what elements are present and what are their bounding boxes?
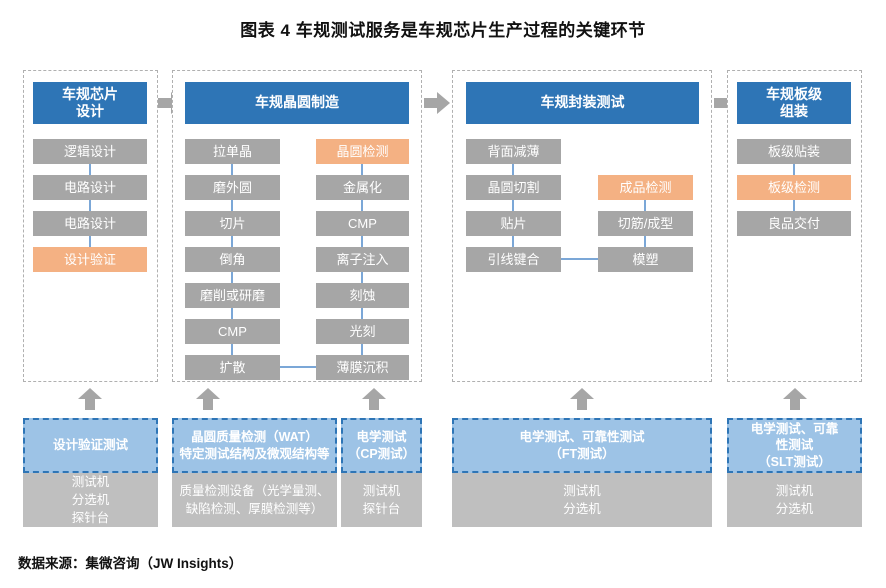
node-ion-implantation[interactable]: 离子注入	[316, 247, 409, 272]
node-cmp-wafer[interactable]: CMP	[185, 319, 280, 344]
stage-arrow-2-icon	[424, 92, 450, 114]
connector-s2-r2	[644, 236, 646, 247]
node-crystal-pulling[interactable]: 拉单晶	[185, 139, 280, 164]
node-wire-bonding[interactable]: 引线键合	[466, 247, 561, 272]
connector-s1-r3	[361, 236, 363, 247]
node-final-inspection[interactable]: 成品检测	[598, 175, 693, 200]
test-arrow-5-icon	[783, 388, 807, 410]
connector-s1-l3	[231, 236, 233, 247]
connector-s1-r6	[361, 344, 363, 355]
equipment-box-cp-test: 测试机 探针台	[341, 473, 422, 527]
equipment-box-wat-test: 质量检测设备（光学量测、缺陷检测、厚膜检测等）	[172, 473, 337, 527]
node-wafer-inspection[interactable]: 晶圆检测	[316, 139, 409, 164]
node-outer-grinding[interactable]: 磨外圆	[185, 175, 280, 200]
connector-s3-1	[793, 164, 795, 175]
node-good-product-delivery[interactable]: 良品交付	[737, 211, 851, 236]
connector-s3-2	[793, 200, 795, 211]
test-arrow-2-icon	[196, 388, 220, 410]
page-title: 图表 4 车规测试服务是车规芯片生产过程的关键环节	[240, 21, 646, 40]
connector-s1-r4	[361, 272, 363, 283]
node-logic-design[interactable]: 逻辑设计	[33, 139, 147, 164]
node-board-inspection[interactable]: 板级检测	[737, 175, 851, 200]
node-design-verification[interactable]: 设计验证	[33, 247, 147, 272]
node-metallization[interactable]: 金属化	[316, 175, 409, 200]
test-bar-wat-test[interactable]: 晶圆质量检测（WAT） 特定测试结构及微观结构等	[172, 418, 337, 473]
node-trim-form[interactable]: 切筋/成型	[598, 211, 693, 236]
test-bar-cp-test[interactable]: 电学测试 （CP测试）	[341, 418, 422, 473]
node-thin-film-deposition[interactable]: 薄膜沉积	[316, 355, 409, 380]
connector-s1-l2	[231, 200, 233, 211]
node-backside-thinning[interactable]: 背面减薄	[466, 139, 561, 164]
node-die-attach[interactable]: 贴片	[466, 211, 561, 236]
connector-s1-l4	[231, 272, 233, 283]
node-molding[interactable]: 模塑	[598, 247, 693, 272]
node-board-mounting[interactable]: 板级贴装	[737, 139, 851, 164]
connector-s2-bridge	[561, 258, 598, 260]
connector-s0-3	[89, 236, 91, 247]
test-bar-ft-test[interactable]: 电学测试、可靠性测试 （FT测试）	[452, 418, 712, 473]
node-grinding-or-lapping[interactable]: 磨削或研磨	[185, 283, 280, 308]
node-circuit-design-1[interactable]: 电路设计	[33, 175, 147, 200]
test-bar-design-verification-test[interactable]: 设计验证测试	[23, 418, 158, 473]
equipment-box-design-verification-test: 测试机 分选机 探针台	[23, 473, 158, 527]
node-wafer-dicing[interactable]: 晶圆切割	[466, 175, 561, 200]
node-circuit-design-2[interactable]: 电路设计	[33, 211, 147, 236]
stage-header-wafer-manufacturing: 车规晶圆制造	[185, 82, 409, 124]
source-footer: 数据来源：集微咨询（JW Insights）	[18, 556, 243, 571]
node-slicing[interactable]: 切片	[185, 211, 280, 236]
connector-s1-l1	[231, 164, 233, 175]
node-cmp-backend[interactable]: CMP	[316, 211, 409, 236]
connector-s2-l3	[512, 236, 514, 247]
connector-s2-l2	[512, 200, 514, 211]
test-arrow-4-icon	[570, 388, 594, 410]
stage-header-chip-design: 车规芯片 设计	[33, 82, 147, 124]
connector-s1-bridge	[280, 366, 316, 368]
node-etching[interactable]: 刻蚀	[316, 283, 409, 308]
node-diffusion[interactable]: 扩散	[185, 355, 280, 380]
equipment-box-ft-test: 测试机 分选机	[452, 473, 712, 527]
stage-header-board-assembly: 车规板级 组装	[737, 82, 851, 124]
node-chamfering[interactable]: 倒角	[185, 247, 280, 272]
test-bar-slt-test[interactable]: 电学测试、可靠 性测试 （SLT测试）	[727, 418, 862, 473]
node-photolithography[interactable]: 光刻	[316, 319, 409, 344]
connector-s0-1	[89, 164, 91, 175]
stage-header-package-test: 车规封装测试	[466, 82, 699, 124]
test-arrow-3-icon	[362, 388, 386, 410]
connector-s2-l1	[512, 164, 514, 175]
connector-s1-r2	[361, 200, 363, 211]
connector-s1-r1	[361, 164, 363, 175]
equipment-box-slt-test: 测试机 分选机	[727, 473, 862, 527]
connector-s0-2	[89, 200, 91, 211]
test-arrow-1-icon	[78, 388, 102, 410]
connector-s1-l6	[231, 344, 233, 355]
connector-s1-r5	[361, 308, 363, 319]
connector-s2-r1	[644, 200, 646, 211]
connector-s1-l5	[231, 308, 233, 319]
